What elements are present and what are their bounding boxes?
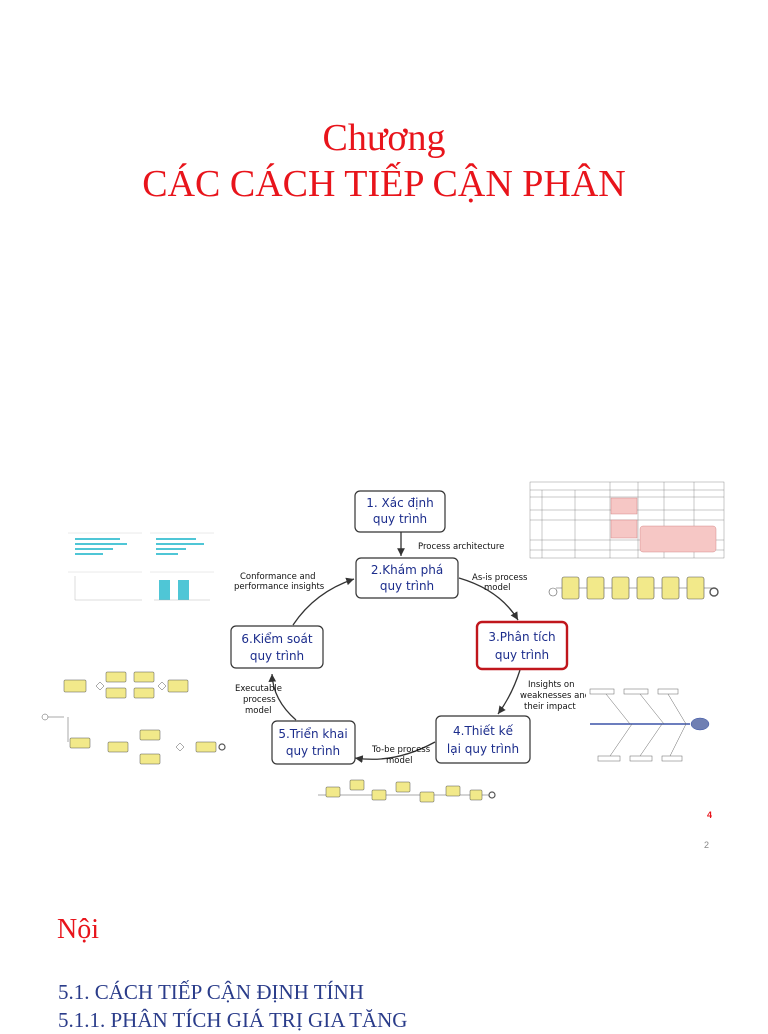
step-4-line1: 4.Thiết kế (453, 724, 514, 738)
toc-item: 5.1. CÁCH TIẾP CẬN ĐỊNH TÍNH (58, 980, 364, 1004)
edge-label-insights-2: weaknesses and (520, 691, 590, 701)
edge-label-tobe-2: model (386, 756, 412, 766)
edge-label-conformance-2: performance insights (234, 582, 325, 592)
edge-label-insights-3: their impact (524, 702, 576, 712)
step-2-line2: quy trình (380, 579, 434, 593)
arrow-5-to-6 (268, 673, 297, 721)
step-box-4: 4.Thiết kế lại quy trình (435, 715, 531, 764)
edge-label-exec-2: process (243, 695, 276, 705)
tobe-model-thumbnail (318, 779, 496, 803)
issue-matrix-thumbnail (529, 481, 725, 559)
section-heading: Nội (57, 914, 99, 945)
step-box-1: 1. Xác định quy trình (354, 490, 446, 533)
arrow-6-to-2 (292, 577, 355, 626)
step-4-line2: lại quy trình (447, 742, 519, 756)
step-6-line2: quy trình (250, 649, 304, 663)
edge-label-exec-3: model (245, 706, 271, 716)
fishbone-thumbnail (586, 684, 716, 764)
arrow-3-to-4 (497, 669, 521, 715)
step-box-2: 2.Khám phá quy trình (355, 557, 459, 599)
toc-item: 5.1.1. PHÂN TÍCH GIÁ TRỊ GIA TĂNG (58, 1008, 408, 1032)
edge-label-asis-1: As-is process (472, 573, 528, 583)
step-5-line2: quy trình (286, 744, 340, 758)
slide-number: 4 (707, 810, 713, 820)
step-box-5: 5.Triển khai quy trình (271, 720, 356, 765)
edge-label-exec-1: Executable (235, 684, 282, 694)
step-3-line1: 3.Phân tích (488, 630, 555, 644)
chapter-label: Chương (322, 117, 446, 159)
step-box-3: 3.Phân tích quy trình (475, 620, 569, 671)
edge-label-conformance-1: Conformance and (240, 572, 316, 582)
chapter-title: CÁC CÁCH TIẾP CẬN PHÂN (142, 163, 626, 205)
arrow-4-to-5 (354, 741, 436, 764)
step-1-line1: 1. Xác định (366, 496, 433, 510)
edge-label-tobe-1: To-be process (371, 745, 431, 755)
step-3-line2: quy trình (495, 648, 549, 662)
arrow-2-to-3 (458, 577, 519, 621)
step-6-line1: 6.Kiểm soát (241, 632, 312, 646)
dashboard-thumbnail (56, 527, 216, 603)
step-5-line1: 5.Triển khai (278, 727, 347, 741)
cycle-arrows (268, 532, 521, 764)
step-1-line2: quy trình (373, 512, 427, 526)
step-2-line1: 2.Khám phá (371, 563, 443, 577)
edge-label-process-architecture: Process architecture (418, 542, 504, 552)
asis-model-thumbnail (548, 576, 719, 600)
edge-label-asis-2: model (484, 583, 510, 593)
executable-model-thumbnail (41, 671, 226, 765)
edge-label-insights-1: Insights on (528, 680, 575, 690)
page-number: 2 (704, 840, 710, 850)
step-box-6: 6.Kiểm soát quy trình (230, 625, 324, 669)
table-of-contents: 5.1. CÁCH TIẾP CẬN ĐỊNH TÍNH 5.1.1. PHÂN… (58, 978, 407, 1034)
